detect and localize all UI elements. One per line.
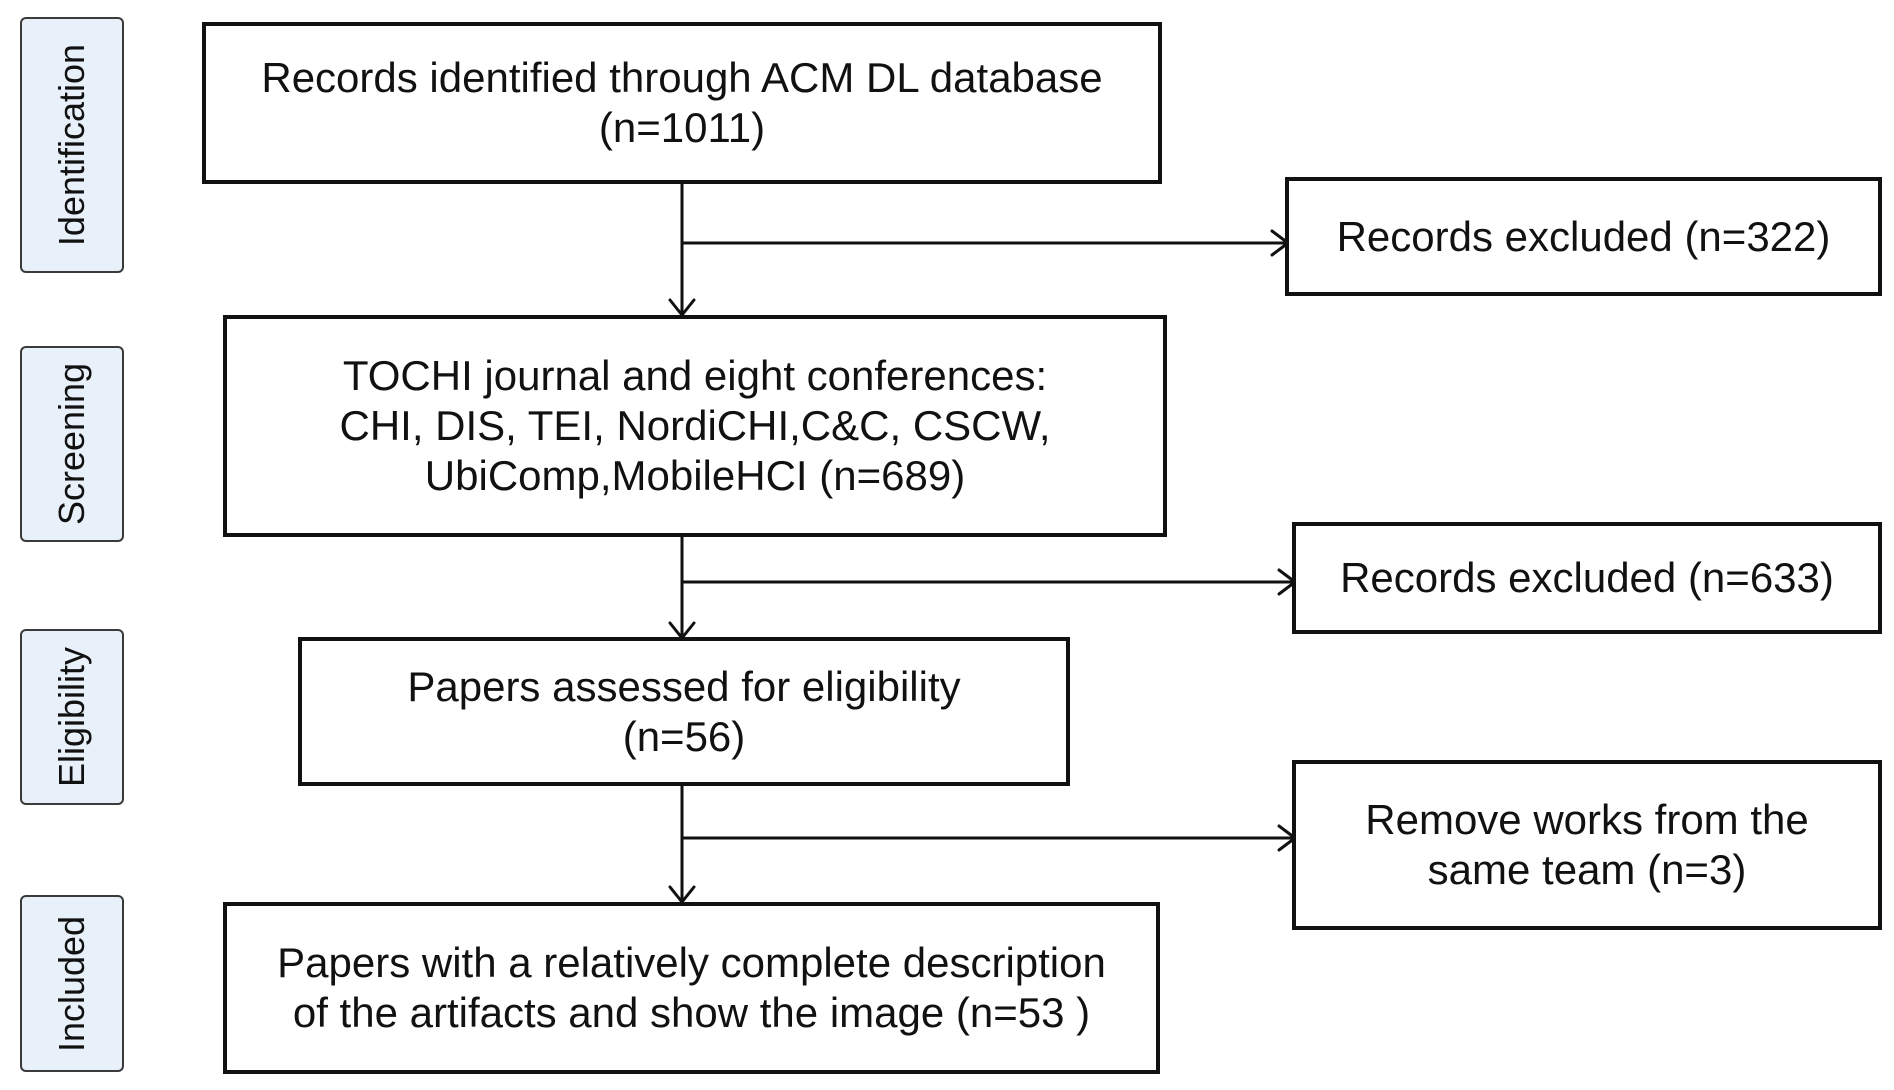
box-assessed-eligibility-line-2: (n=56) (622, 712, 746, 760)
box-records-identified-line-2: (n=1011) (598, 104, 766, 151)
box-excluded-633-line-1: Records excluded (n=633) (1340, 554, 1834, 601)
stage-screening: Screening (20, 346, 124, 542)
stage-included: Included (20, 895, 124, 1072)
box-included-papers-line-1: Papers with a relatively complete descri… (277, 939, 1106, 986)
box-assessed-eligibility-line-1: Papers assessed for eligibility (407, 662, 961, 710)
box-journals-conferences-line-1: TOCHI journal and eight conferences: (342, 352, 1048, 399)
box-removed-same-team-line-2: same team (n=3) (1427, 846, 1747, 893)
box-included-papers: Papers with a relatively complete descri… (223, 902, 1160, 1074)
box-journals-conferences-line-2: CHI, DIS, TEI, NordiCHI,C&C, CSCW, (339, 402, 1051, 449)
box-excluded-322: Records excluded (n=322) (1285, 177, 1882, 296)
stage-identification: Identification (20, 17, 124, 273)
box-records-identified-line-1: Records identified through ACM DL databa… (261, 54, 1103, 101)
box-assessed-eligibility: Papers assessed for eligibility (n=56) (298, 637, 1070, 786)
box-journals-conferences: TOCHI journal and eight conferences: CHI… (223, 315, 1167, 537)
box-excluded-322-line-1: Records excluded (n=322) (1336, 212, 1831, 260)
box-excluded-633: Records excluded (n=633) (1292, 522, 1882, 634)
box-included-papers-line-2: of the artifacts and show the image (n=5… (292, 989, 1091, 1036)
box-records-identified: Records identified through ACM DL databa… (202, 22, 1162, 184)
box-journals-conferences-line-3: UbiComp,MobileHCI (n=689) (424, 452, 966, 499)
box-removed-same-team: Remove works from the same team (n=3) (1292, 760, 1882, 930)
stage-eligibility: Eligibility (20, 629, 124, 805)
box-removed-same-team-line-1: Remove works from the (1365, 796, 1809, 843)
